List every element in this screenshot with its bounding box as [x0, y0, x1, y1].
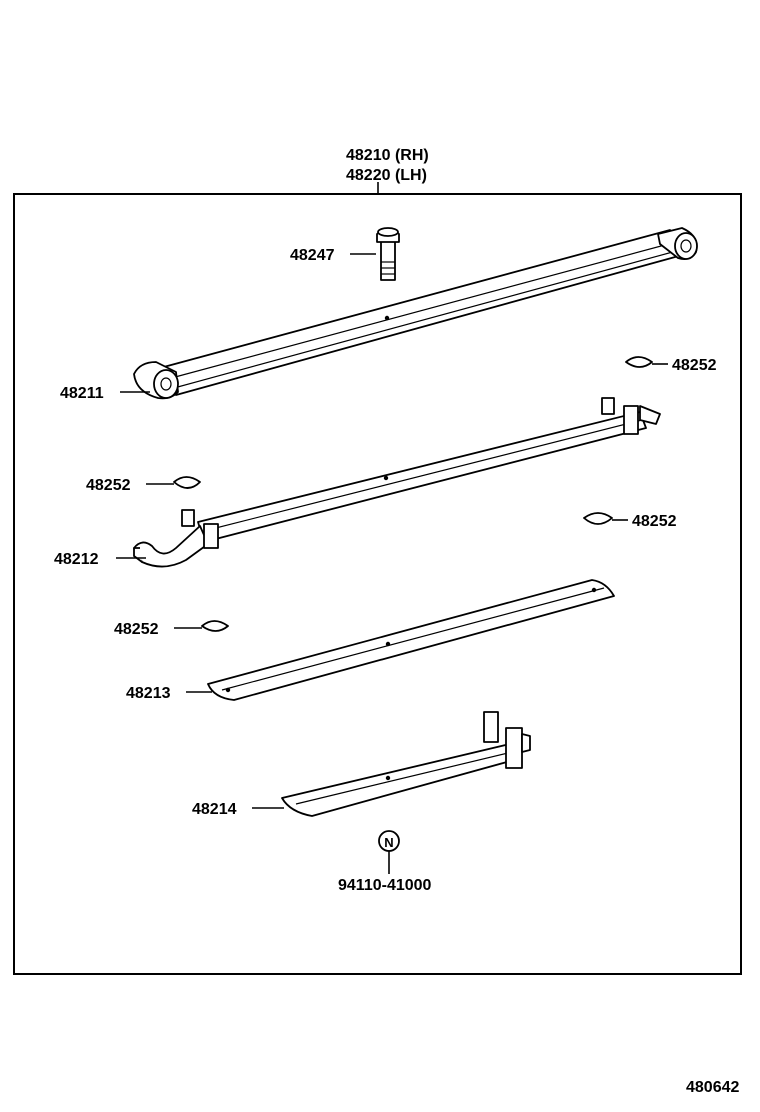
label-48212: 48212: [54, 551, 99, 568]
label-48213: 48213: [126, 685, 171, 702]
insert-48252-a: [625, 356, 653, 368]
label-48247: 48247: [290, 247, 335, 264]
figure-id: 480642: [686, 1079, 739, 1096]
insert-48252-c: [583, 512, 613, 525]
second-leaf-48212: [133, 397, 661, 568]
third-leaf-48213: [207, 579, 615, 701]
nut-symbol: N: [378, 830, 400, 852]
fourth-leaf-48214: [281, 711, 531, 817]
assembly-label-lh: 48220 (LH): [346, 167, 427, 184]
insert-48252-d: [201, 620, 229, 632]
label-48252-a: 48252: [672, 357, 717, 374]
insert-48252-b: [173, 476, 201, 489]
assembly-frame: [13, 193, 742, 975]
main-leaf-48211: [133, 227, 698, 400]
label-48252-b: 48252: [86, 477, 131, 494]
label-48214: 48214: [192, 801, 237, 818]
label-48252-d: 48252: [114, 621, 159, 638]
center-bolt-48247: [376, 227, 400, 281]
label-48252-c: 48252: [632, 513, 677, 530]
nut-symbol-letter: N: [384, 835, 393, 850]
label-94110-41000: 94110-41000: [338, 877, 432, 894]
assembly-label-rh: 48210 (RH): [346, 147, 429, 164]
label-48211: 48211: [60, 385, 104, 402]
